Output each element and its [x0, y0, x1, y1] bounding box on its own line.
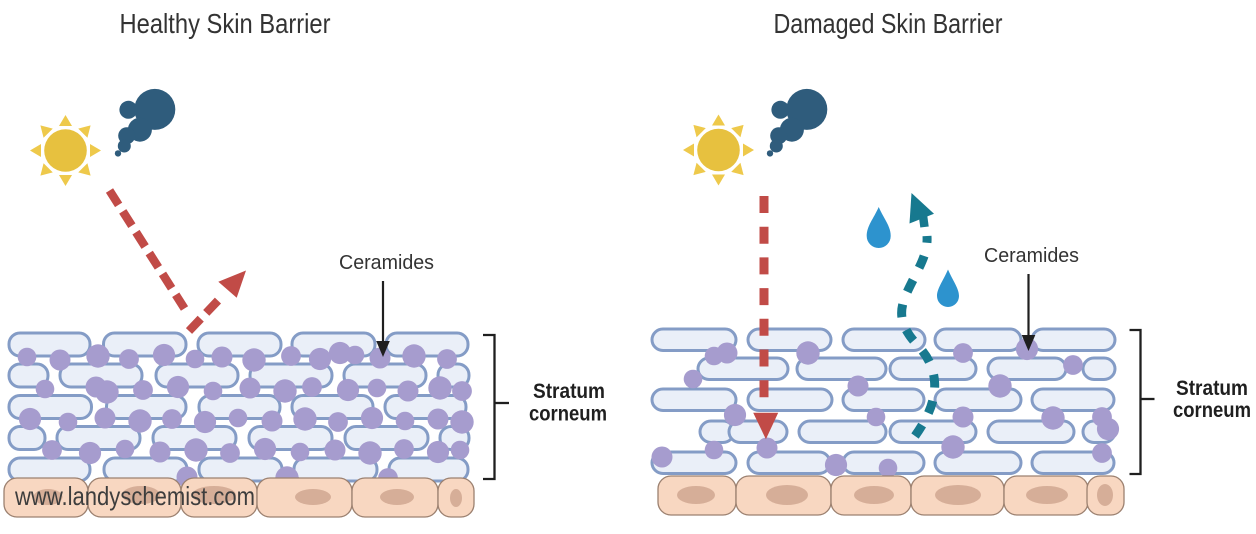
svg-text:www.landyschemist.com: www.landyschemist.com: [14, 481, 255, 511]
svg-text:Stratum: Stratum: [533, 380, 605, 403]
svg-text:Ceramides: Ceramides: [339, 252, 434, 274]
svg-text:Damaged Skin Barrier: Damaged Skin Barrier: [774, 8, 1003, 39]
svg-text:Healthy Skin Barrier: Healthy Skin Barrier: [120, 8, 331, 39]
svg-text:Stratum: Stratum: [1176, 377, 1248, 400]
svg-text:Ceramides: Ceramides: [984, 245, 1079, 267]
svg-text:corneum: corneum: [1173, 399, 1251, 422]
svg-text:corneum: corneum: [529, 403, 607, 426]
